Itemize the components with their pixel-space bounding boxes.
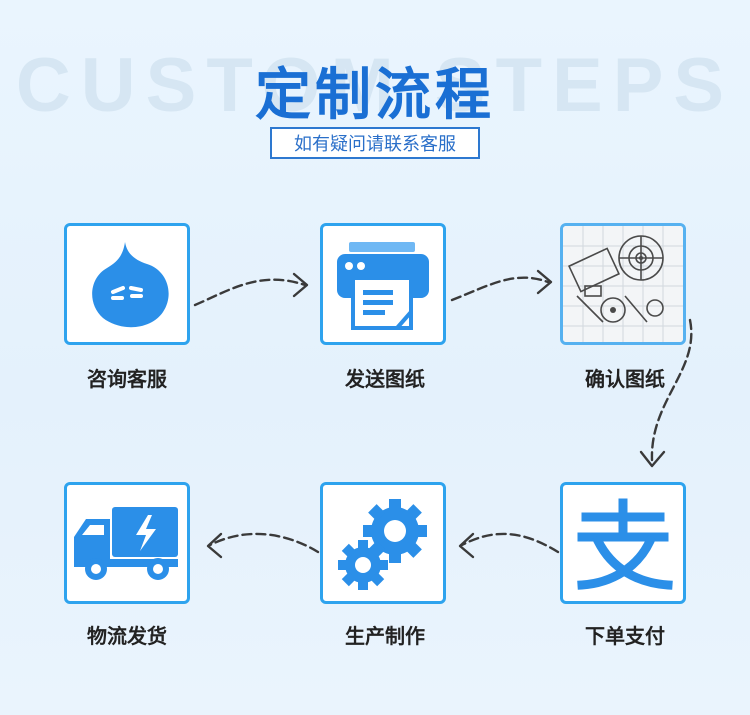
step-card-order-pay[interactable] [560, 482, 686, 604]
page-title: 定制流程 [255, 63, 495, 128]
step-card-confirm-drawing[interactable] [560, 223, 686, 345]
connector-3-4 [650, 318, 693, 462]
subtitle-box: 如有疑问请联系客服 [270, 127, 480, 159]
connector-2-3 [450, 276, 550, 302]
step-label-order-pay: 下单支付 [585, 624, 665, 648]
step-label-consult: 咨询客服 [87, 367, 167, 391]
subtitle-text: 如有疑问请联系客服 [294, 134, 456, 155]
gears-icon [338, 499, 427, 590]
chat-bubble-icon [92, 242, 169, 328]
step-label-logistics: 物流发货 [87, 624, 167, 648]
arrow-head-1-2 [292, 272, 309, 298]
background-watermark-text: CUSTOM STEPS [15, 43, 735, 128]
delivery-truck-icon [74, 507, 178, 580]
step-card-production[interactable] [320, 482, 446, 604]
connector-5-6 [208, 532, 320, 554]
alipay-icon [577, 498, 673, 590]
arrow-head-3-4 [639, 450, 666, 468]
step-label-send-drawing: 发送图纸 [345, 367, 425, 391]
printer-icon [337, 242, 429, 330]
blueprint-icon [563, 226, 683, 342]
connector-1-2 [193, 278, 307, 307]
arrow-head-4-5 [458, 532, 475, 559]
arrow-head-5-6 [206, 532, 223, 559]
connector-4-5 [460, 532, 560, 554]
arrow-head-2-3 [536, 269, 553, 295]
step-label-confirm-drawing: 确认图纸 [585, 367, 665, 391]
step-card-logistics[interactable] [64, 482, 190, 604]
step-label-production: 生产制作 [345, 624, 425, 648]
step-card-consult[interactable] [64, 223, 190, 345]
step-card-send-drawing[interactable] [320, 223, 446, 345]
